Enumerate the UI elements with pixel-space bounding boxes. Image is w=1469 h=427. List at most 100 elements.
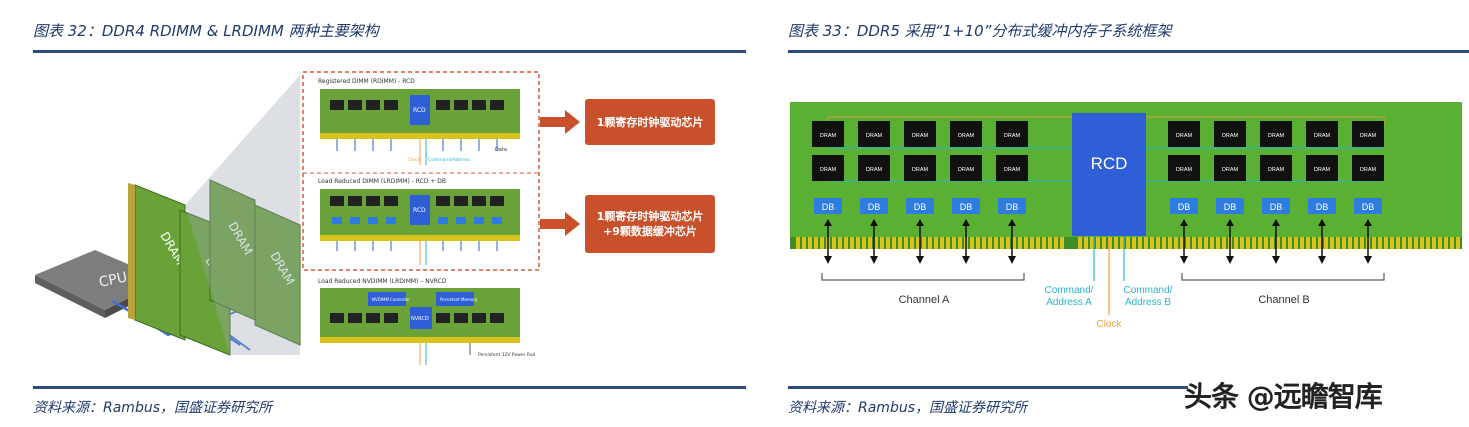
rdimm-module: Registered DIMM (RDIMM) - RCD RCD Data C… [318,78,520,165]
svg-text:DRAM: DRAM [1176,133,1193,139]
channel-b-dram-chip: DRAM [1260,121,1292,147]
svg-text:DB: DB [1316,202,1329,212]
svg-text:Load Reduced DIMM (LRDIMM) - R: Load Reduced DIMM (LRDIMM) - RCD + DB [318,178,446,185]
svg-text:RCD: RCD [413,207,426,214]
svg-text:RCD: RCD [413,107,426,114]
channel-a-db-chip: DB [814,198,842,214]
svg-text:DRAM: DRAM [1004,167,1021,173]
svg-text:DB: DB [1178,202,1191,212]
channel-b-dram-chip: DRAM [1168,121,1200,147]
svg-text:DRAM: DRAM [1222,133,1239,139]
svg-text:DRAM: DRAM [958,133,975,139]
gold-pins [796,237,1460,249]
data-arrows [824,219,1372,264]
svg-text:DRAM: DRAM [912,133,929,139]
right-figure-title: 图表 33：DDR5 采用“1+10”分布式缓冲内存子系统框架 [788,22,1172,40]
svg-text:DRAM: DRAM [958,167,975,173]
svg-text:Persistent Memory: Persistent Memory [440,297,478,302]
channel-b-db-chip: DB [1170,198,1198,214]
channel-b-db-chip: DB [1354,198,1382,214]
channel-a-db-chip: DB [952,198,980,214]
channel-a-dram-chip: DRAM [858,155,890,181]
dimm-stick-1: DRAM [128,183,187,341]
svg-text:DB: DB [1006,202,1019,212]
svg-text:Data: Data [495,147,507,153]
lrdimm-module: Load Reduced DIMM (LRDIMM) - RCD + DB RC… [318,178,520,265]
channel-b-chips: DRAM DRAM DB DRAM DRAM DB DRAM DRAM DB DRAM DRAM DB… [1168,121,1384,214]
svg-text:DRAM: DRAM [866,133,883,139]
cmd-b-line1: Command/ [1124,285,1173,296]
right-figure-panel: 图表 33：DDR5 采用“1+10”分布式缓冲内存子系统框架 RCD DRAM… [774,0,1469,427]
dimm-stick-4: DRAM [254,204,301,346]
channel-b-bracket [1181,273,1385,281]
channel-b-db-chip: DB [1308,198,1336,214]
svg-text:NVRCD: NVRCD [411,316,429,322]
left-figure-title: 图表 32：DDR4 RDIMM & LRDIMM 两种主要架构 [33,22,379,40]
svg-text:Command/Address: Command/Address [428,157,471,163]
left-title-rule [33,50,746,53]
channel-b-dram-chip: DRAM [1260,155,1292,181]
right-source-rule [788,386,1188,389]
arrow-rdimm [540,110,580,134]
svg-text:DB: DB [960,202,973,212]
channel-b-dram-chip: DRAM [1214,155,1246,181]
rcd-chip [1072,113,1146,236]
ddr5-architecture-diagram: RCD DRAMDRAMDBDRAMDRAMDBDRAMDRAMDBDRAMDR… [790,102,1462,330]
watermark: 头条 @远瞻智库 [1184,380,1383,413]
svg-text:DRAM: DRAM [1268,133,1285,139]
channel-b-label: Channel B [1258,294,1309,306]
callout-rdimm: 1颗寄存时钟驱动芯片 [585,99,715,145]
svg-text:DRAM: DRAM [1004,133,1021,139]
channel-a-dram-chip: DRAM [996,155,1028,181]
svg-text:DB: DB [868,202,881,212]
nvdimm-module: Load Reduced NVDIMM (LRDIMM) – NVRCD NVD… [318,278,535,365]
channel-a-dram-chip: DRAM [812,155,844,181]
channel-b-dram-chip: DRAM [1306,155,1338,181]
svg-text:NVDIMM Controller: NVDIMM Controller [372,297,410,302]
svg-text:DB: DB [914,202,927,212]
svg-text:DRAM: DRAM [820,133,837,139]
channel-a-dram-chip: DRAM [996,121,1028,147]
svg-text:DRAM: DRAM [1360,133,1377,139]
svg-text:Clock: Clock [408,157,421,163]
callout-lrdimm: 1颗寄存时钟驱动芯片 +9颗数据缓冲芯片 [585,195,715,253]
clock-label: Clock [1096,319,1122,330]
channel-b-db-chip: DB [1216,198,1244,214]
arrow-lrdimm [540,212,580,236]
svg-text:DRAM: DRAM [1314,167,1331,173]
svg-text:DB: DB [1224,202,1237,212]
svg-text:DRAM: DRAM [1314,133,1331,139]
ddr4-architecture-diagram: CPU DRAM DRAM DRAM DRAM [35,71,580,365]
cmd-a-line1: Command/ [1045,285,1094,296]
left-source-rule [33,386,746,389]
channel-b-dram-chip: DRAM [1352,121,1384,147]
channel-a-db-chip: DB [998,198,1026,214]
right-title-rule [788,50,1469,53]
cmd-b-line2: Address B [1125,297,1171,308]
svg-text:DRAM: DRAM [1222,167,1239,173]
channel-a-dram-chip: DRAM [904,155,936,181]
channel-a-dram-chip: DRAM [904,121,936,147]
channel-b-dram-chip: DRAM [1306,121,1338,147]
svg-text:DRAM: DRAM [1268,167,1285,173]
channel-a-chips: DRAM DRAM DB DRAM DRAM DB DRAM DRAM DB DRAM DRAM DB… [812,121,1028,214]
svg-text:DRAM: DRAM [1360,167,1377,173]
svg-text:DRAM: DRAM [1176,167,1193,173]
rcd-label: RCD [1091,154,1128,173]
svg-text:DB: DB [1270,202,1283,212]
cpu-label: CPU [98,269,129,291]
svg-text:DRAM: DRAM [866,167,883,173]
svg-text:DRAM: DRAM [820,167,837,173]
channel-a-bracket [821,273,1025,281]
channel-b-db-chip: DB [1262,198,1290,214]
channel-b-dram-chip: DRAM [1214,121,1246,147]
channel-b-dram-chip: DRAM [1168,155,1200,181]
channel-a-db-chip: DB [860,198,888,214]
channel-b-dram-chip: DRAM [1352,155,1384,181]
right-figure-source: 资料来源：Rambus，国盛证券研究所 [788,400,1027,416]
svg-text:DB: DB [822,202,835,212]
channel-a-db-chip: DB [906,198,934,214]
svg-text:DRAM: DRAM [912,167,929,173]
cmd-a-line2: Address A [1046,297,1092,308]
channel-a-label: Channel A [899,294,950,306]
